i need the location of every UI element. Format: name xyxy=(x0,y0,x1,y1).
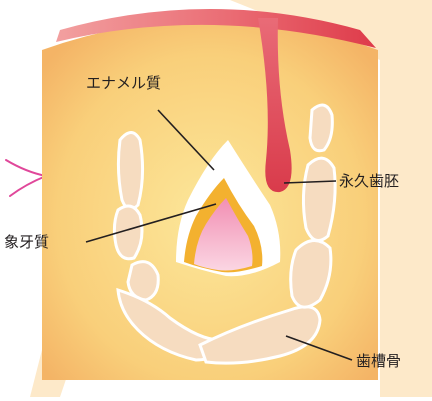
label-alveolar-bone: 歯槽骨 xyxy=(356,354,401,369)
label-enamel: エナメル質 xyxy=(86,76,161,91)
bone-right-upper xyxy=(310,105,332,151)
pointer-arrow-icon xyxy=(6,160,46,196)
label-permanent-tooth-germ: 永久歯胚 xyxy=(339,174,399,189)
bone-left-upper xyxy=(118,133,142,210)
label-dentin: 象牙質 xyxy=(4,235,49,250)
bone-right-middle xyxy=(303,158,335,240)
